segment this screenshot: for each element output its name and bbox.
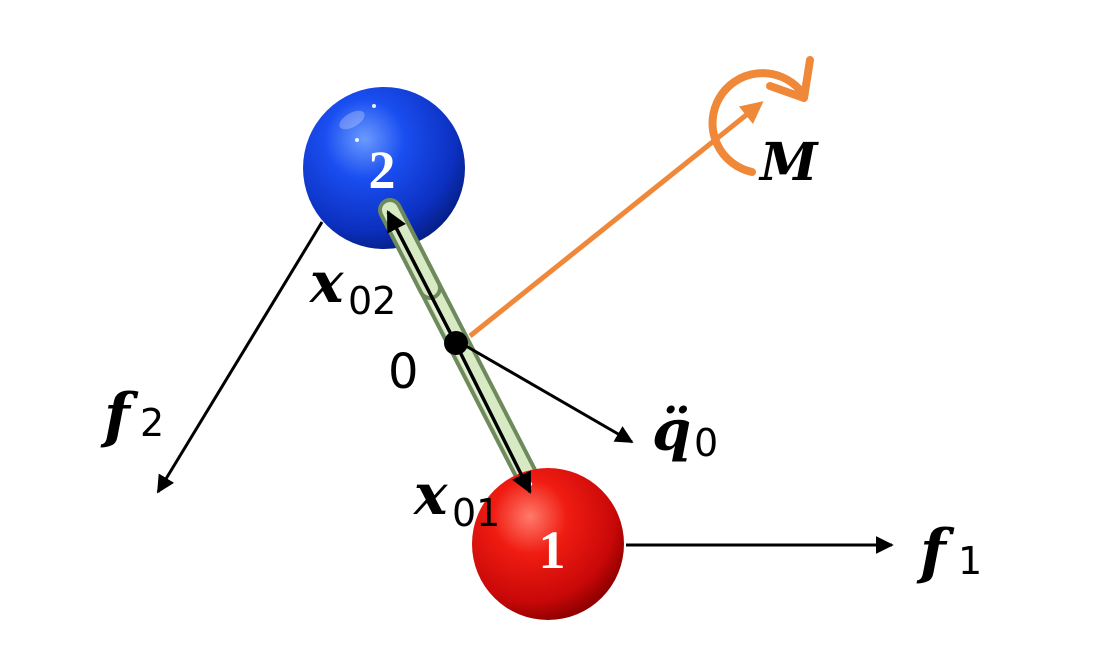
atom-2-label: 2 (369, 140, 396, 200)
moment-rotation-arrow (708, 69, 804, 176)
f1-label: f 1 (916, 517, 982, 587)
f2-label: f 2 (100, 381, 164, 451)
svg-text:x: x (309, 250, 344, 316)
svg-text:0: 0 (694, 421, 718, 465)
moment-arrow (468, 101, 764, 338)
force-2-arrow (156, 221, 324, 494)
svg-text:f: f (100, 381, 139, 451)
atom-1: 1 (472, 468, 624, 620)
origin-label: 0 (388, 344, 419, 400)
moment-label: M (758, 132, 819, 193)
svg-text:2: 2 (140, 401, 164, 445)
x02-label: x 02 (309, 250, 396, 323)
svg-text:02: 02 (348, 279, 396, 323)
atom-2: 2 (303, 87, 465, 249)
accel-arrow (465, 344, 634, 444)
svg-text:1: 1 (958, 539, 982, 583)
x01-arrow (454, 343, 532, 494)
x02-arrow (386, 210, 458, 345)
svg-text:q̈: q̈ (652, 398, 691, 464)
svg-text:x: x (413, 462, 448, 528)
atom-1-label: 1 (539, 520, 566, 580)
x01-label: x 01 (413, 462, 500, 535)
svg-text:01: 01 (452, 491, 500, 535)
accel-label: q̈ 0 (652, 398, 718, 465)
moment-rotation-arrowhead (766, 56, 814, 102)
svg-text:f: f (916, 517, 955, 587)
origin-point (444, 331, 468, 355)
